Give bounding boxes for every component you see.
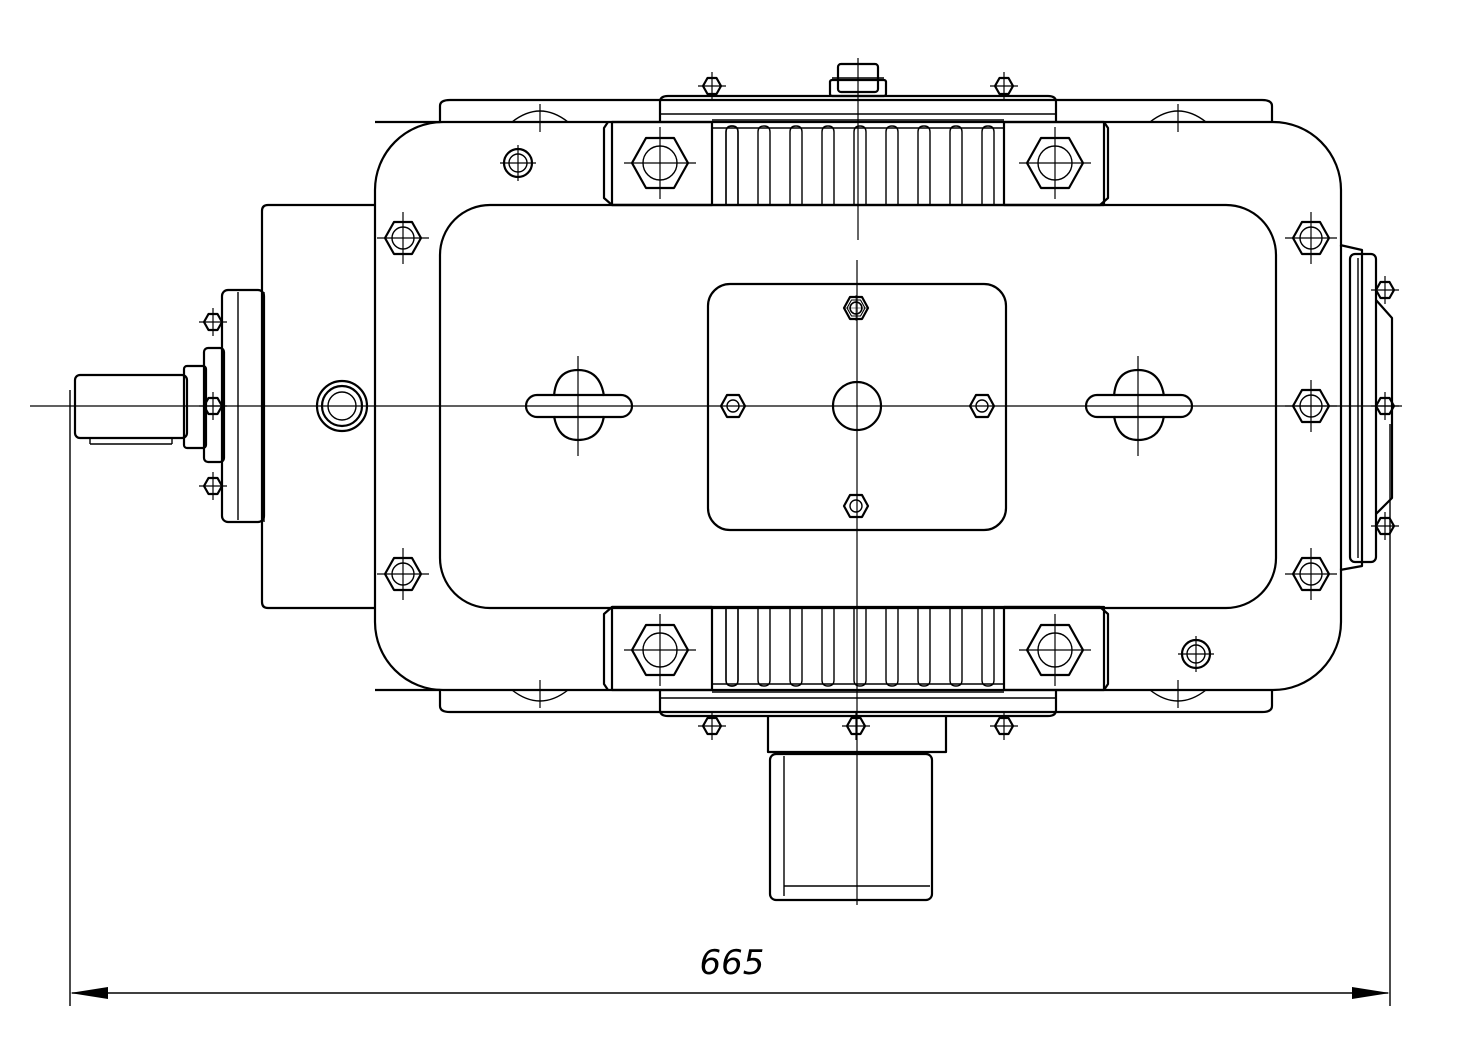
arrowhead-right (1352, 987, 1390, 999)
cover-strips (658, 94, 1058, 718)
dimension-label: 665 (700, 943, 765, 983)
center-lines (30, 260, 1402, 905)
dimension-overall-length: 665 (69, 390, 1391, 1006)
output-flange (1339, 243, 1401, 572)
mounting-lugs (375, 98, 1274, 714)
breather-plug (828, 58, 888, 240)
arrowhead-left (70, 987, 108, 999)
